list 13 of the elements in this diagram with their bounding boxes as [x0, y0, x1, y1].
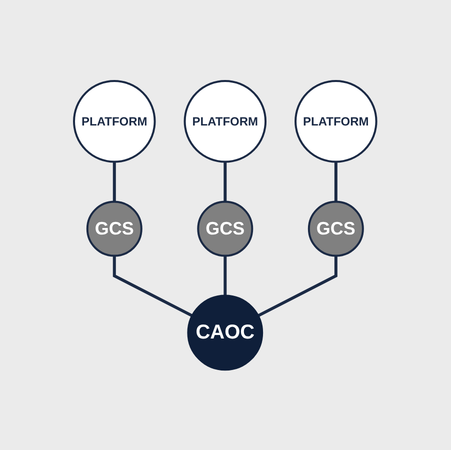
connector: [224, 161, 227, 202]
node-circle: CAOC: [188, 294, 264, 370]
node-circle: GCS: [308, 200, 364, 256]
node-circle: PLATFORM: [73, 80, 156, 162]
connector: [334, 161, 338, 202]
node-circle: PLATFORM: [184, 80, 267, 162]
node-circle: PLATFORM: [294, 80, 378, 162]
node-circle: GCS: [86, 200, 143, 256]
connector: [258, 255, 338, 317]
connector: [224, 255, 227, 296]
connector: [113, 161, 116, 202]
node-circle: GCS: [197, 200, 254, 256]
connector: [113, 255, 194, 317]
